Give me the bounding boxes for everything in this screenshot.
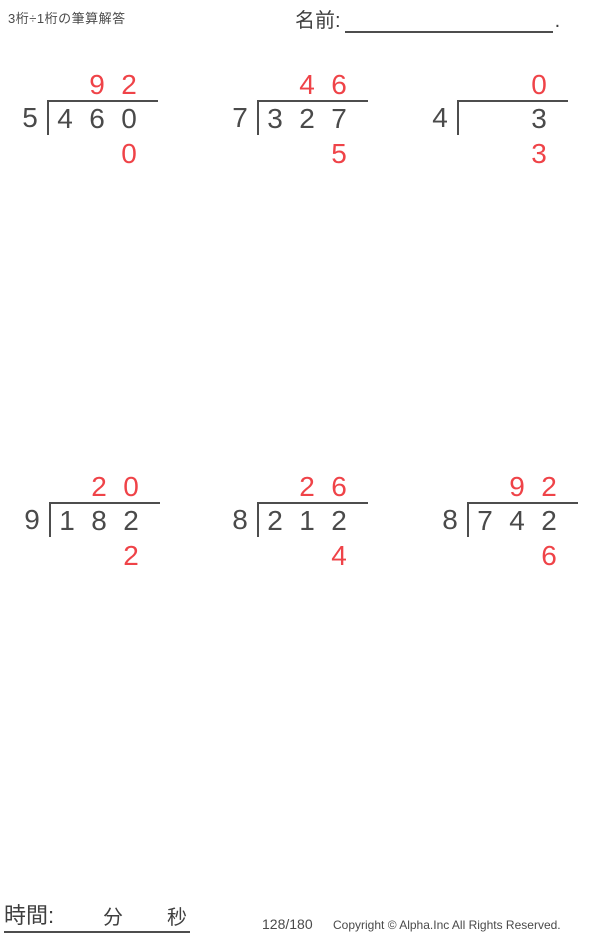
quotient-digit: 6 [331,69,347,100]
divisor-digit: 7 [232,101,248,133]
minutes-label: 分 [103,907,123,929]
quotient-row: 2 0 [51,471,195,502]
dividend-digit: 2 [541,504,557,536]
remainder-digit [259,141,291,167]
division-problem-5: 2 6 8 2 1 2 4 [223,471,403,571]
name-period: . [554,10,561,32]
quotient-digit: 0 [531,69,547,100]
time-label: 時間: [4,903,55,928]
remainder-digit [291,543,323,569]
remainder-row: 2 [51,540,195,571]
remainder-digit: 0 [121,138,137,169]
quotient-digit [491,72,523,98]
dividend-digit: 3 [267,102,283,134]
division-bracket: 2 1 2 [257,502,368,537]
quotient-digit: 0 [123,471,139,502]
dividend-digit: 1 [59,504,75,536]
division-bracket: 3 2 7 [257,100,368,135]
remainder-digit [51,543,83,569]
seconds-label: 秒 [167,907,187,929]
remainder-digit [491,141,523,167]
quotient-digit: 2 [299,471,315,502]
quotient-row: 9 2 [49,69,193,100]
remainder-row: 0 [49,138,193,169]
dividend-digit [491,106,523,132]
dividend-digit: 4 [509,504,525,536]
quotient-row: 4 6 [259,69,403,100]
divisor-digit: 5 [22,101,38,133]
remainder-row: 4 [259,540,403,571]
dividend-digit: 2 [299,102,315,134]
dividend-digit: 0 [121,102,137,134]
quotient-digit [259,474,291,500]
dividend-digit [459,106,491,132]
remainder-digit: 3 [531,138,547,169]
divisor-digit: 9 [24,503,40,535]
division-bracket: 4 6 0 [47,100,158,135]
quotient-digit: 9 [89,69,105,100]
remainder-digit: 2 [123,540,139,571]
division-bracket: 1 8 2 [49,502,160,537]
remainder-digit [81,141,113,167]
division-problem-2: 4 6 7 3 2 7 5 [223,69,403,169]
division-problem-4: 2 0 9 1 8 2 2 [15,471,195,571]
page-number: 128/180 [262,916,313,932]
divisor-digit: 8 [442,503,458,535]
remainder-digit: 4 [331,540,347,571]
divisor-digit: 4 [432,101,448,133]
remainder-digit [469,543,501,569]
dividend-digit: 7 [331,102,347,134]
dividend-digit: 2 [123,504,139,536]
quotient-row: 9 2 [469,471,600,502]
dividend-digit: 3 [531,102,547,134]
quotient-digit: 2 [91,471,107,502]
dividend-digit: 2 [331,504,347,536]
quotient-digit: 4 [299,69,315,100]
dividend-digit: 1 [299,504,315,536]
remainder-row: 5 [259,138,403,169]
remainder-row: 3 [459,138,600,169]
remainder-digit [49,141,81,167]
name-field: 名前: . [295,4,560,33]
quotient-row: 0 [459,69,600,100]
remainder-digit: 5 [331,138,347,169]
division-problem-3: 0 4 3 3 [423,69,600,169]
quotient-row: 2 6 [259,471,403,502]
dividend-digit: 4 [57,102,73,134]
remainder-digit [83,543,115,569]
quotient-digit [469,474,501,500]
quotient-digit: 9 [509,471,525,502]
division-problem-6: 9 2 8 7 4 2 6 [433,471,600,571]
dividend-digit: 8 [91,504,107,536]
dividend-digit: 6 [89,102,105,134]
quotient-digit [259,72,291,98]
dividend-digit: 2 [267,504,283,536]
division-bracket: 7 4 2 [467,502,578,537]
remainder-digit [291,141,323,167]
division-problem-1: 9 2 5 4 6 0 0 [13,69,193,169]
remainder-digit [501,543,533,569]
worksheet-title: 3桁÷1桁の筆算解答 [8,11,126,26]
quotient-digit [49,72,81,98]
remainder-row: 6 [469,540,600,571]
divisor-digit: 8 [232,503,248,535]
dividend-digit: 7 [477,504,493,536]
remainder-digit [459,141,491,167]
quotient-digit: 6 [331,471,347,502]
remainder-digit [259,543,291,569]
quotient-digit: 2 [121,69,137,100]
quotient-digit [459,72,491,98]
remainder-digit: 6 [541,540,557,571]
copyright-text: Copyright © Alpha.Inc All Rights Reserve… [333,918,561,932]
name-line [344,9,553,33]
quotient-digit [51,474,83,500]
time-field: 時間: 分 秒 [4,903,190,933]
name-label: 名前: [295,10,341,32]
division-bracket: 3 [457,100,568,135]
quotient-digit: 2 [541,471,557,502]
